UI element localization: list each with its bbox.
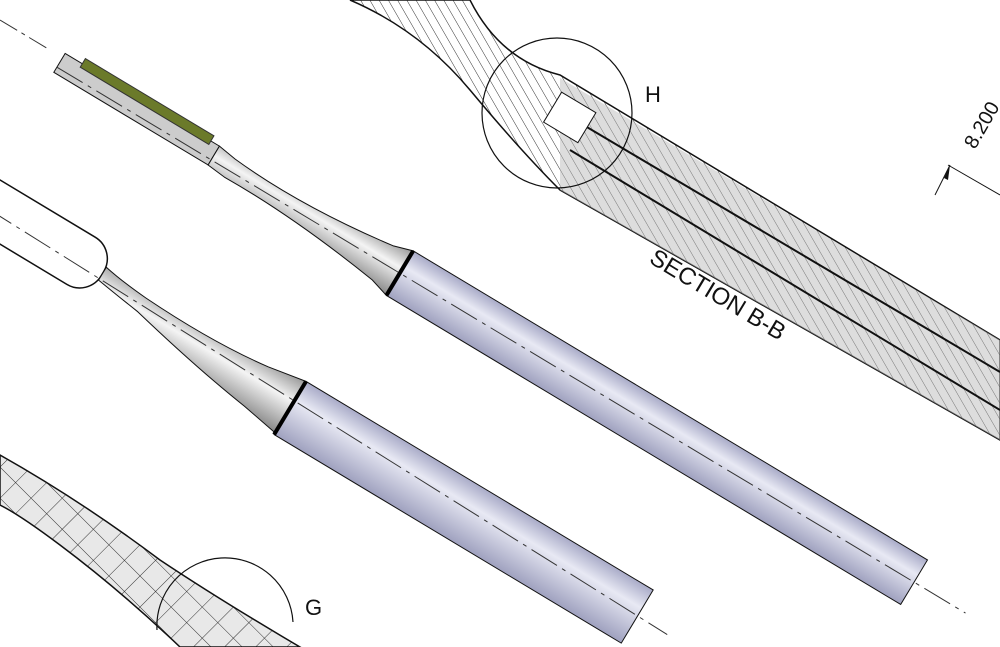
detail-h-circle xyxy=(481,37,633,189)
dimension-value: 8.200 xyxy=(960,98,1000,152)
section-g-view xyxy=(0,454,302,647)
toothbrush-with-bristles xyxy=(53,52,966,614)
detail-g-label: G xyxy=(305,595,322,620)
center-line xyxy=(0,19,51,51)
bristles xyxy=(79,57,215,146)
dimension-8200: 8.200 xyxy=(934,98,1000,196)
toothbrush-handle-view xyxy=(0,176,668,644)
section-b-b-view xyxy=(349,0,1000,441)
detail-g-circle xyxy=(156,557,294,631)
detail-h-label: H xyxy=(645,82,661,107)
